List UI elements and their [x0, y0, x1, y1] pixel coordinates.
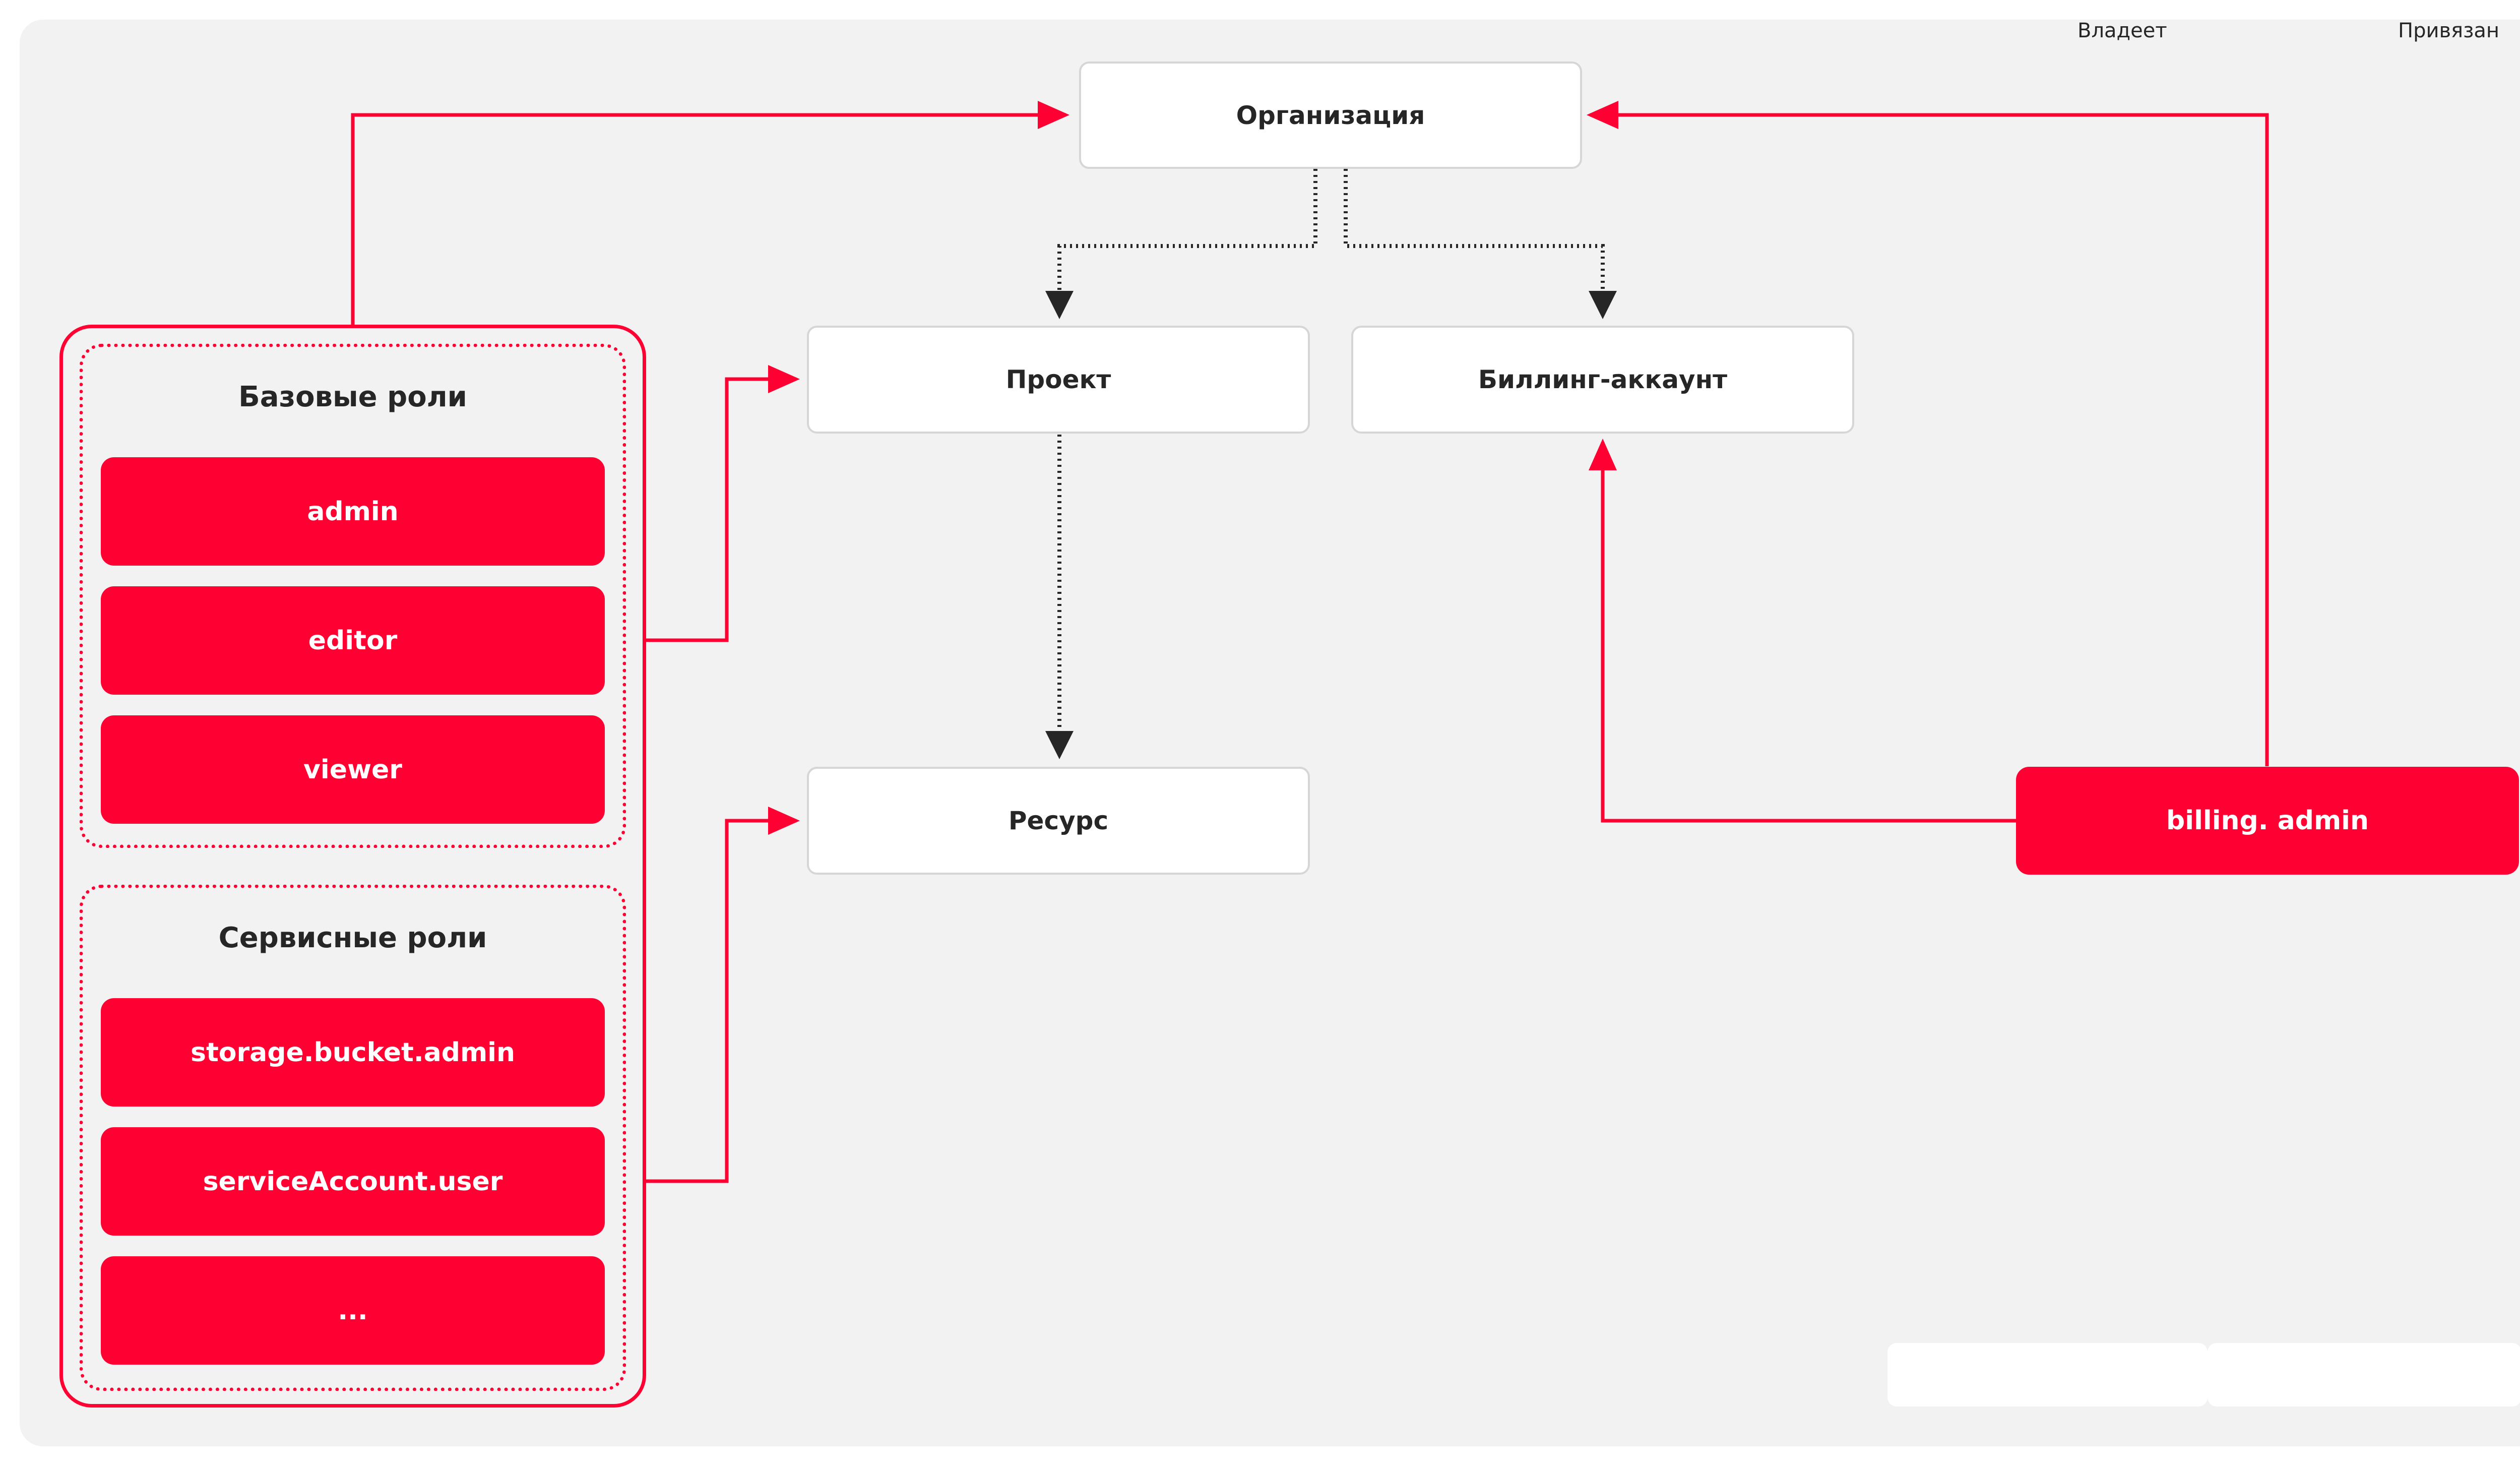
bound-connector-billing-admin-billing [1589, 439, 2016, 823]
basic-roles-group [80, 344, 626, 848]
service-roles-group [80, 885, 626, 1391]
resource-node: Ресурс [807, 767, 1310, 875]
legend-owns [1887, 1343, 2208, 1407]
billing-account-node: Биллинг-аккаунт [1351, 326, 1854, 434]
legend-bound [2208, 1343, 2520, 1407]
role-viewer: viewer [101, 715, 605, 824]
basic-roles-title: Базовые роли [238, 381, 467, 413]
roles-group [59, 325, 646, 1408]
owns-connector-org-billing [1344, 169, 1617, 319]
role-editor: editor [101, 586, 605, 695]
role-admin: admin [101, 457, 605, 566]
organization-node: Организация [1079, 62, 1582, 169]
role-more: ... [101, 1256, 605, 1365]
legend-bound-label: Привязан [2398, 19, 2500, 42]
service-roles-title: Сервисные роли [218, 922, 487, 954]
role-billing-admin: billing. admin [2016, 767, 2519, 875]
legend-owns-label: Владеет [2077, 19, 2167, 42]
owns-connector-org-project [1045, 169, 1317, 319]
role-storage-bucket-admin: storage.bucket.admin [101, 998, 605, 1107]
role-service-account-user: serviceAccount.user [101, 1127, 605, 1236]
bound-connector-billing-admin-org [1587, 101, 2269, 766]
bound-connector-roles-org [351, 101, 1069, 325]
project-node: Проект [807, 326, 1310, 434]
bound-connector-service-resource [646, 807, 800, 1183]
bound-connector-basic-project [646, 365, 800, 642]
